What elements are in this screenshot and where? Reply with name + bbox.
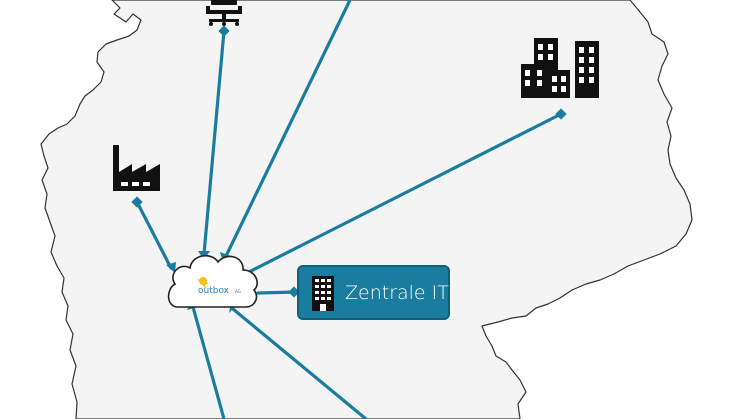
central-it-box: Zentrale IT [297,265,450,320]
central-it-label: Zentrale IT [345,282,449,304]
endpoint-factory [131,196,143,208]
connector-top [225,0,352,256]
factory-icon [113,145,160,191]
hub-logo-suffix: AG [235,289,241,294]
city-buildings-icon [521,38,599,98]
connector-city [241,112,563,277]
cloud-hub: outbox AG [167,255,258,308]
hub-logo-text: outbox [198,286,230,296]
connector-chair [202,29,226,256]
connector-bottom-right [231,307,368,419]
endpoint-central-it [288,286,300,298]
arrowhead-factory [166,262,176,273]
germany-map-outline [40,0,693,419]
office-chair-icon [206,0,242,26]
office-building-icon [312,276,334,311]
connector-factory [135,200,173,270]
connector-bottom-left [191,305,226,419]
